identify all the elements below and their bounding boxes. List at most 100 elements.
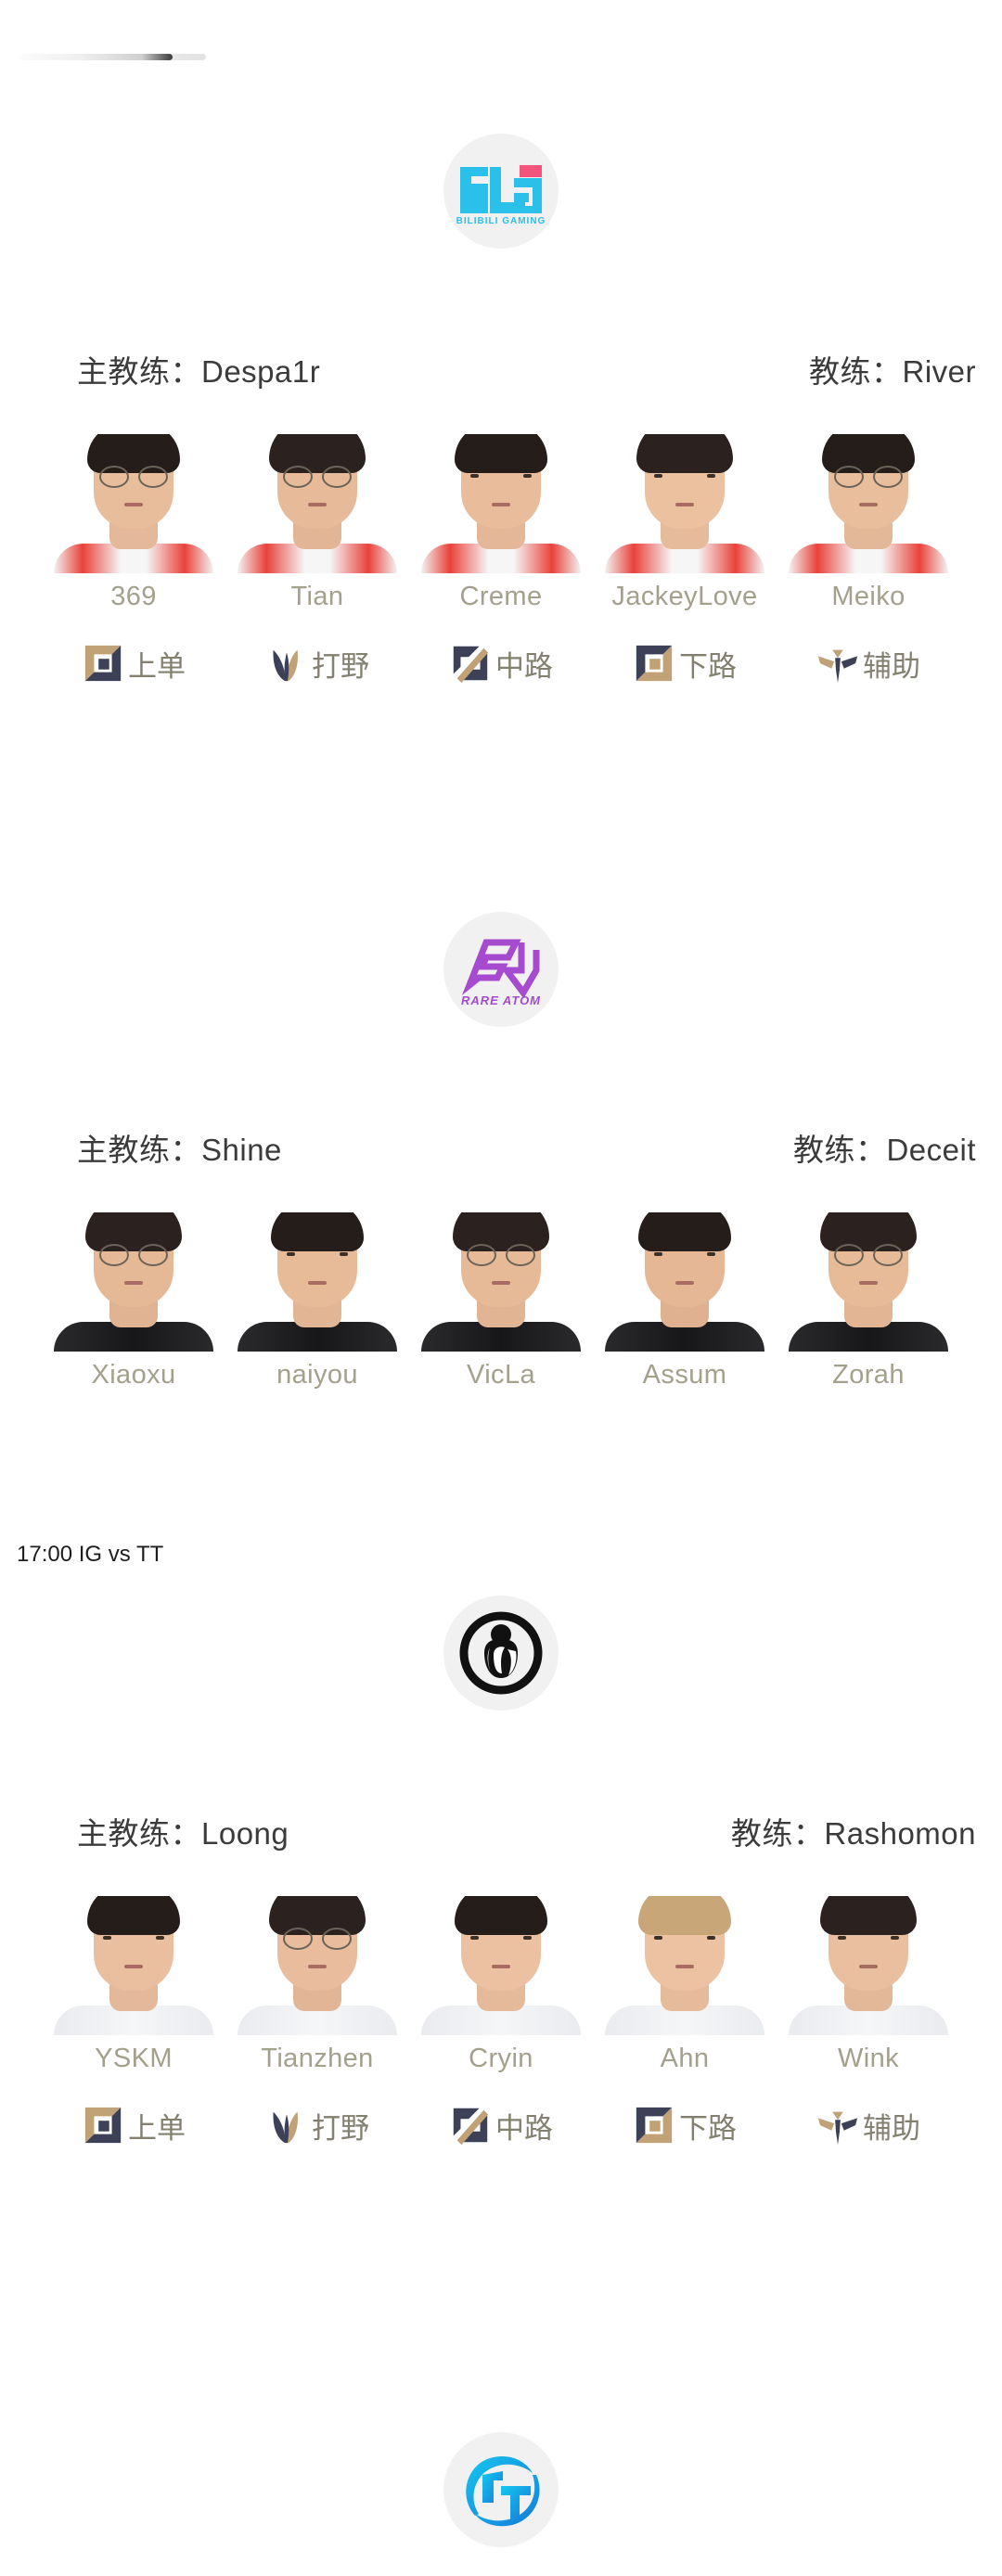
role-label: 下路	[679, 2111, 737, 2145]
player-card[interactable]: JackeyLove	[597, 434, 773, 612]
role-label: 辅助	[863, 649, 920, 683]
player-name: Creme	[459, 582, 543, 611]
team-logo-tt[interactable]	[443, 2432, 559, 2547]
player-card[interactable]: Cryin	[413, 1896, 589, 2074]
player-row-blg: 369 Tian	[0, 434, 1002, 612]
role-top: 上单	[45, 2104, 222, 2147]
player-card[interactable]: Tianzhen	[229, 1896, 405, 2074]
role-support: 辅助	[780, 2104, 957, 2147]
tt-logo-icon	[466, 2455, 540, 2527]
player-portrait	[789, 1212, 948, 1352]
player-card[interactable]: Tian	[229, 434, 405, 612]
player-card[interactable]: Zorah	[780, 1212, 957, 1391]
head-coach-label-ra: 主教练：Shine	[77, 1133, 282, 1167]
coach-row-ig: 主教练：Loong 教练：Rashomon	[0, 1809, 1002, 1859]
role-top: 上单	[45, 642, 222, 685]
role-label: 上单	[128, 649, 186, 683]
player-card[interactable]: Xiaoxu	[45, 1212, 222, 1391]
coach-label-ig: 教练：Rashomon	[730, 1816, 976, 1851]
player-name: VicLa	[466, 1360, 536, 1390]
player-portrait	[54, 1896, 213, 2035]
ig-logo-icon	[459, 1611, 543, 1695]
player-portrait	[789, 434, 948, 573]
team-section-ig: 主教练：Loong 教练：Rashomon YSKM	[0, 1596, 1002, 2147]
svg-text:BILIBILI GAMING: BILIBILI GAMING	[456, 216, 546, 226]
role-mid: 中路	[413, 2104, 589, 2147]
player-card[interactable]: Ahn	[597, 1896, 773, 2074]
match-divider-label: 17:00 IG vs TT	[17, 1542, 164, 1567]
team-logo-ig[interactable]	[443, 1596, 559, 1711]
player-portrait	[238, 1212, 397, 1352]
role-label: 辅助	[863, 2111, 920, 2145]
player-portrait	[421, 1212, 581, 1352]
player-name: Xiaoxu	[91, 1360, 176, 1390]
role-label: 打野	[312, 2111, 369, 2145]
role-row-blg: 上单 打野 中路 下路	[0, 642, 1002, 685]
player-card[interactable]: Creme	[413, 434, 589, 612]
player-card[interactable]: Wink	[780, 1896, 957, 2074]
player-card[interactable]: Assum	[597, 1212, 773, 1391]
player-name: Tianzhen	[261, 2044, 374, 2073]
team-logo-ra[interactable]: RARE ATOM	[443, 912, 559, 1027]
role-mid: 中路	[413, 642, 589, 685]
mid-lane-icon	[453, 2108, 489, 2146]
top-lane-icon	[84, 645, 122, 682]
coach-label-ra: 教练：Deceit	[792, 1133, 976, 1167]
player-name: Zorah	[832, 1360, 905, 1390]
player-row-ig: YSKM Tianzhen	[0, 1896, 1002, 2074]
player-portrait	[605, 434, 764, 573]
player-name: Cryin	[469, 2044, 533, 2073]
support-icon	[817, 649, 858, 684]
player-card[interactable]: naiyou	[229, 1212, 405, 1391]
coach-row-ra: 主教练：Shine 教练：Deceit	[0, 1125, 1002, 1175]
mid-lane-icon	[453, 646, 489, 684]
player-name: naiyou	[276, 1360, 358, 1390]
role-label: 打野	[312, 649, 369, 683]
player-name: Ahn	[660, 2044, 710, 2073]
player-portrait	[605, 1896, 764, 2035]
jungle-icon	[273, 2111, 298, 2144]
player-portrait	[421, 434, 581, 573]
player-row-ra: Xiaoxu naiyou	[0, 1212, 1002, 1391]
player-name: Meiko	[831, 582, 906, 611]
role-jungle: 打野	[229, 642, 405, 685]
team-logo-blg[interactable]: BILIBILI GAMING	[443, 134, 559, 249]
role-row-ig: 上单 打野 中路 下路	[0, 2104, 1002, 2147]
player-portrait	[54, 434, 213, 573]
player-card[interactable]: 369	[45, 434, 222, 612]
coach-row-blg: 主教练：Despa1r 教练：River	[0, 347, 1002, 397]
team-section-tt	[0, 2432, 1002, 2547]
coach-label-blg: 教练：River	[808, 354, 976, 389]
player-portrait	[421, 1896, 581, 2035]
team-section-ra: RARE ATOM 主教练：Shine 教练：Deceit Xiaoxu	[0, 912, 1002, 1391]
player-card[interactable]: VicLa	[413, 1212, 589, 1391]
progress-fill	[20, 54, 173, 60]
role-label: 中路	[495, 649, 553, 683]
blg-logo-icon: BILIBILI GAMING	[456, 165, 546, 226]
role-jungle: 打野	[229, 2104, 405, 2147]
team-section-blg: BILIBILI GAMING 主教练：Despa1r 教练：River 369	[0, 134, 1002, 685]
role-support: 辅助	[780, 642, 957, 685]
player-portrait	[238, 1896, 397, 2035]
jungle-icon	[273, 649, 298, 682]
player-name: JackeyLove	[611, 582, 758, 611]
page-load-progress	[20, 54, 206, 60]
role-bot: 下路	[597, 642, 773, 685]
ra-logo-icon: RARE ATOM	[461, 939, 541, 1007]
player-card[interactable]: YSKM	[45, 1896, 222, 2074]
player-name: YSKM	[95, 2044, 173, 2073]
player-portrait	[605, 1212, 764, 1352]
role-label: 下路	[679, 649, 737, 683]
player-name: Assum	[642, 1360, 727, 1390]
support-icon	[817, 2111, 858, 2146]
bot-lane-icon	[636, 2107, 673, 2144]
svg-text:RARE ATOM: RARE ATOM	[461, 993, 541, 1007]
top-lane-icon	[84, 2107, 122, 2144]
player-portrait	[238, 434, 397, 573]
head-coach-label-blg: 主教练：Despa1r	[77, 354, 321, 389]
role-bot: 下路	[597, 2104, 773, 2147]
player-card[interactable]: Meiko	[780, 434, 957, 612]
player-name: 369	[110, 582, 157, 611]
player-portrait	[789, 1896, 948, 2035]
head-coach-label-ig: 主教练：Loong	[77, 1816, 289, 1851]
